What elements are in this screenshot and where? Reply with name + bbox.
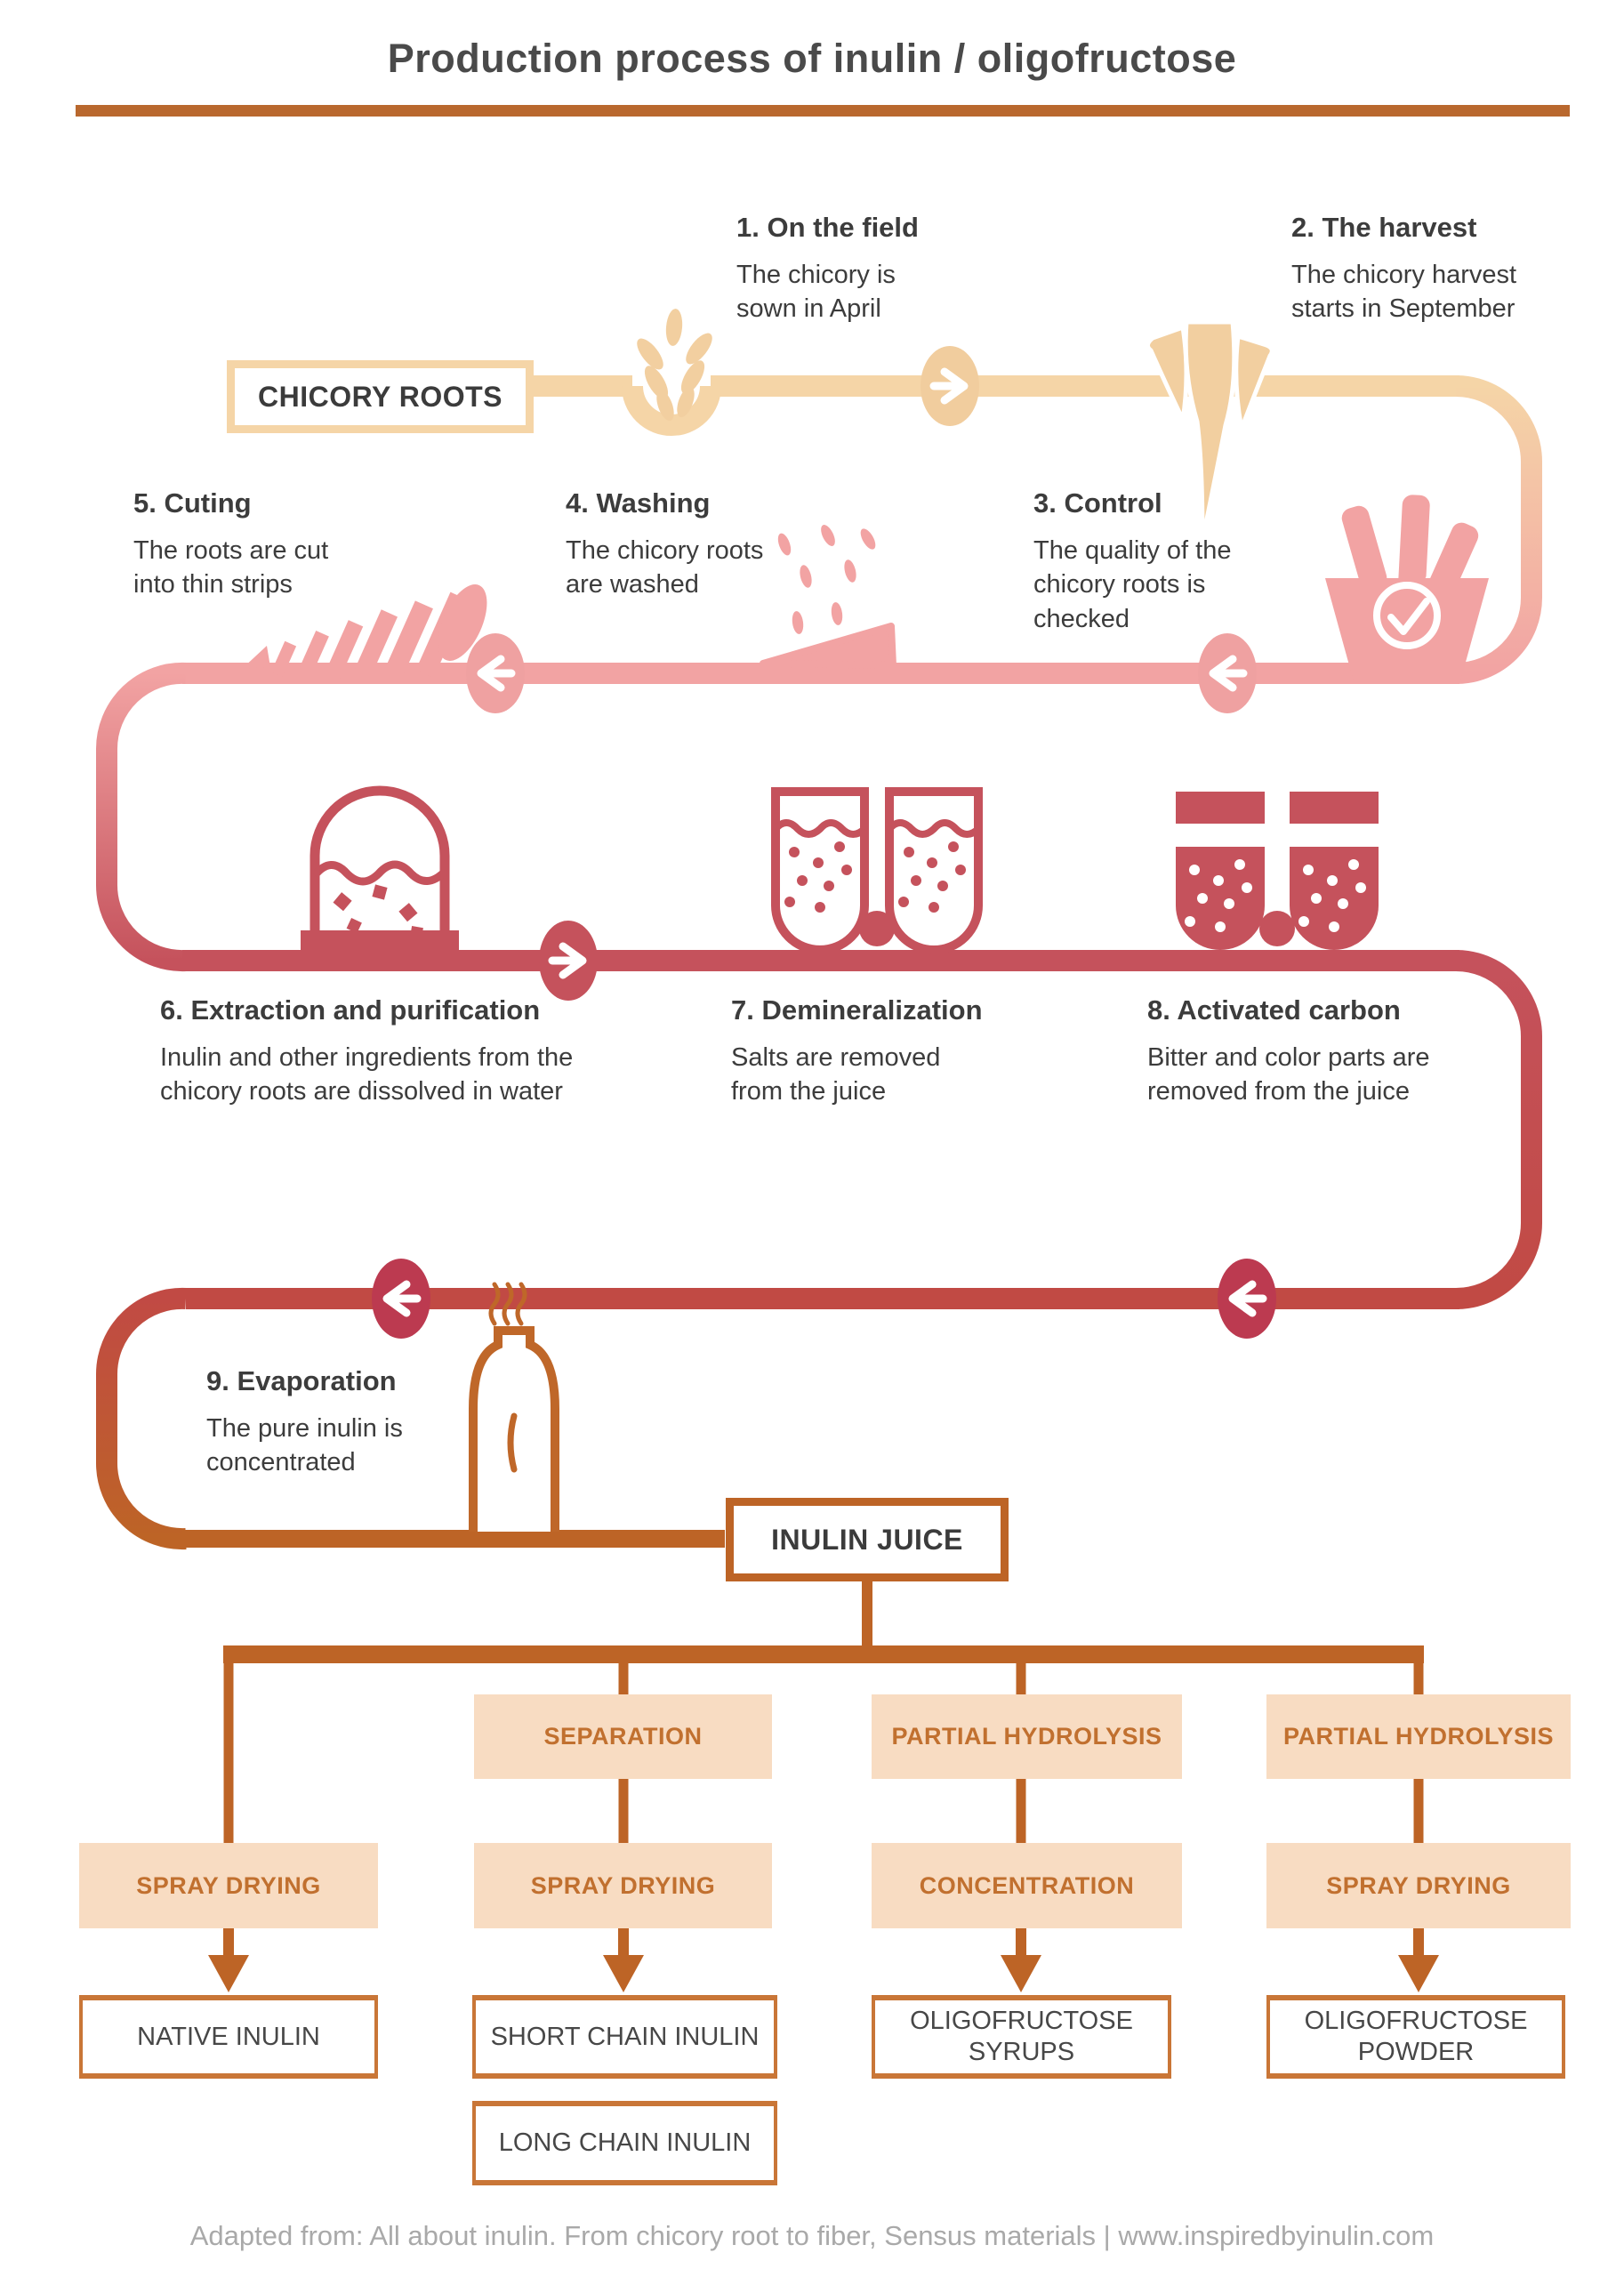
activated-carbon-columns-icon [1176,792,1379,950]
inulin-juice-box: INULIN JUICE [726,1498,1009,1581]
sliced-root-icon [242,584,487,680]
flow-arrow-left-2 [1198,633,1257,713]
step-description: The chicory harvest starts in September [1291,261,1517,324]
step-label: 7. Demineralization [731,994,983,1026]
chicory-roots-box: CHICORY ROOTS [227,360,534,433]
process-box-spray-drying-3: SPRAY DRYING [1266,1843,1571,1928]
step-washing: 4. Washing The chicory roots are washed [566,487,841,602]
down-arrow-icon [603,1927,644,1992]
step-description: The quality of the chicory roots is chec… [1033,536,1232,633]
process-box-partial-hydrolysis-1: PARTIAL HYDROLYSIS [872,1694,1182,1779]
step-label: 3. Control [1033,487,1162,519]
tree-connectors [208,1581,1439,1992]
path-wheat-bowl [622,385,721,436]
product-box-oligofructose-syrups: OLIGOFRUCTOSE SYRUPS [872,1995,1171,2079]
product-box-short-chain-inulin: SHORT CHAIN INULIN [472,1995,777,2079]
step-evaporation: 9. Evaporation The pure inulin is concen… [206,1365,491,1480]
root-crate-checkmark-icon [1325,490,1489,681]
flow-direction-arrows [372,346,1276,1339]
step-control: 3. Control The quality of the chicory ro… [1033,487,1309,636]
extraction-tank-icon [301,785,459,952]
process-box-spray-drying-1: SPRAY DRYING [79,1843,378,1928]
flow-arrow-left-4 [1218,1259,1276,1339]
step-description: Inulin and other ingredients from the ch… [160,1043,574,1106]
flow-arrow-left-3 [372,1259,430,1339]
step-label: 4. Washing [566,487,711,519]
step-label: 9. Evaporation [206,1365,397,1396]
process-box-partial-hydrolysis-2: PARTIAL HYDROLYSIS [1266,1694,1571,1779]
step-activated-carbon: 8. Activated carbon Bitter and color par… [1147,994,1530,1109]
flow-arrow-right-2 [539,921,598,1001]
step-description: The chicory is sown in April [736,261,896,324]
step-label: 8. Activated carbon [1147,994,1401,1026]
step-description: Salts are removed from the juice [731,1043,941,1106]
product-box-long-chain-inulin: LONG CHAIN INULIN [472,2101,777,2185]
evaporator-icon [469,1282,559,1532]
process-box-concentration: CONCENTRATION [872,1843,1182,1928]
demineralization-columns-icon [771,787,983,954]
step-description: The pure inulin is concentrated [206,1414,403,1477]
down-arrow-icon [1398,1927,1439,1992]
title-rule [76,105,1570,117]
down-arrow-icon [208,1927,249,1992]
flow-arrow-left-1 [466,633,525,713]
step-description: Bitter and color parts are removed from … [1147,1043,1430,1106]
path-corner-right-1 [1455,375,1542,684]
path-corner-right-2 [1455,950,1542,1309]
attribution-footer: Adapted from: All about inulin. From chi… [189,2220,1435,2251]
step-demineralization: 7. Demineralization Salts are removed fr… [731,994,1051,1109]
step-label: 1. On the field [736,212,919,243]
page-title: Production process of inulin / oligofruc… [387,36,1237,81]
step-label: 2. The harvest [1291,212,1477,243]
path-corner-left-1 [95,662,187,972]
step-on-the-field: 1. On the field The chicory is sown in A… [736,212,1030,326]
product-box-oligofructose-powder: OLIGOFRUCTOSE POWDER [1266,1995,1565,2079]
step-extraction-purification: 6. Extraction and purification Inulin an… [160,994,676,1109]
wheat-ear-icon [637,309,712,422]
step-the-harvest: 2. The harvest The chicory harvest start… [1291,212,1594,326]
down-arrow-icon [1001,1927,1041,1992]
step-cutting: 5. Cuting The roots are cut into thin st… [133,487,409,602]
flow-arrow-right-1 [921,346,979,426]
step-label: 6. Extraction and purification [160,994,541,1026]
process-box-separation: SEPARATION [474,1694,772,1779]
path-corner-left-2 [95,1287,187,1550]
step-description: The roots are cut into thin strips [133,536,329,599]
water-drops-root-icon [760,525,896,669]
chicory-root-bundle-icon [1146,319,1274,543]
step-label: 5. Cuting [133,487,252,519]
product-box-native-inulin: NATIVE INULIN [79,1995,378,2079]
step-description: The chicory roots are washed [566,536,764,599]
process-box-spray-drying-2: SPRAY DRYING [474,1843,772,1928]
